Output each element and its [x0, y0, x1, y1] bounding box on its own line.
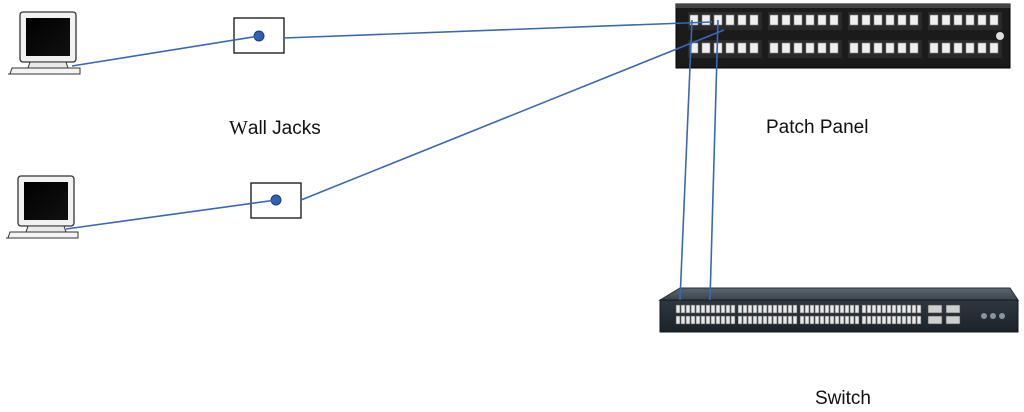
patch-panel-label: Patch Panel — [766, 117, 869, 138]
wall-jack-icon — [233, 17, 285, 54]
cable-jack2-to-panel — [300, 29, 725, 201]
switch-ports — [675, 304, 1005, 325]
patch-panel-ports — [688, 12, 1002, 58]
cable-panel-to-switch-2 — [709, 19, 719, 301]
wall-jacks-label: Wall Jacks — [229, 117, 321, 139]
cables — [65, 19, 725, 301]
network-switch-icon — [658, 287, 1019, 333]
computer-icon — [6, 175, 79, 239]
patch-panel-icon — [675, 3, 1011, 69]
computer-icon — [8, 11, 81, 75]
cable-panel-to-switch-1 — [679, 19, 693, 301]
cable-jack1-to-panel — [283, 21, 713, 39]
cable-pc1-to-jack1 — [71, 35, 260, 67]
switch-label: Switch — [815, 388, 871, 409]
cable-pc2-to-jack2 — [65, 199, 277, 230]
